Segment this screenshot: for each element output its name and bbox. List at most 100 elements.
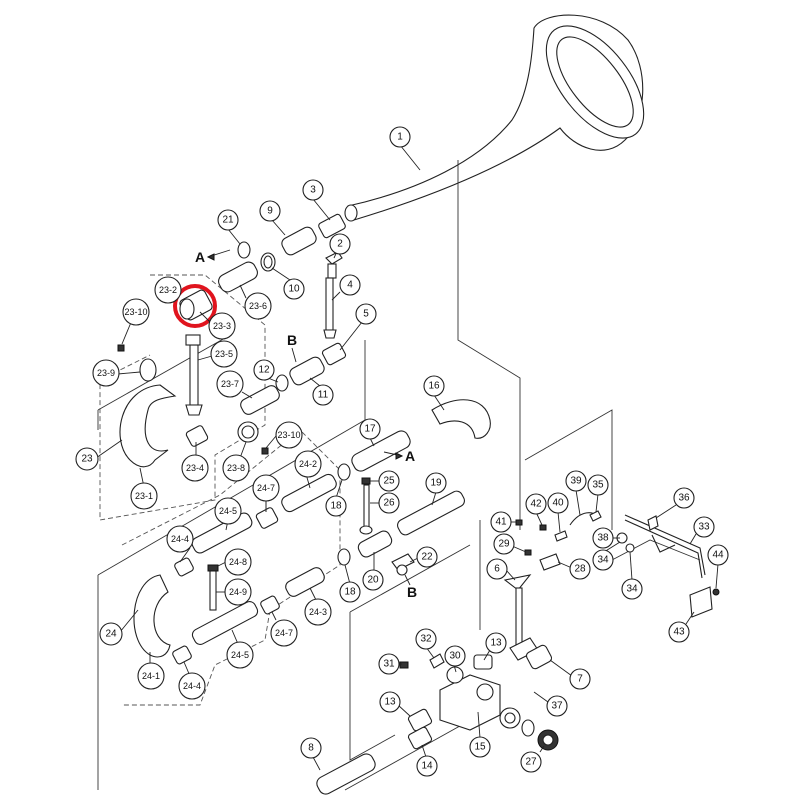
highlight-circle-23-2 <box>173 284 217 328</box>
svg-text:16: 16 <box>428 381 440 392</box>
svg-text:15: 15 <box>474 742 486 753</box>
svg-text:24-5: 24-5 <box>219 506 237 516</box>
svg-text:23-6: 23-6 <box>249 301 267 311</box>
label-23-3: 23-3 <box>199 311 236 340</box>
label-36: 36 <box>655 487 695 519</box>
label-31: 31 <box>378 653 402 675</box>
svg-text:35: 35 <box>592 480 604 491</box>
label-23: 23 <box>75 439 123 471</box>
label-18-upper: 18 <box>325 479 347 517</box>
label-24-9: 24-9 <box>216 578 252 606</box>
label-22: 22 <box>409 546 438 568</box>
guide-lines <box>97 160 701 791</box>
label-35: 35 <box>587 474 609 513</box>
svg-text:24: 24 <box>105 629 117 640</box>
label-28: 28 <box>557 558 591 580</box>
svg-text:18: 18 <box>330 501 342 512</box>
label-33: 33 <box>689 516 715 545</box>
label-43: 43 <box>668 611 695 643</box>
label-34-left: 34 <box>592 541 621 571</box>
svg-text:13: 13 <box>490 638 502 649</box>
svg-text:29: 29 <box>498 539 510 550</box>
label-11: 11 <box>309 377 334 406</box>
svg-text:23-5: 23-5 <box>215 349 233 359</box>
label-25: 25 <box>370 470 400 492</box>
label-3: 3 <box>302 179 331 221</box>
svg-text:34: 34 <box>597 555 609 566</box>
svg-text:4: 4 <box>347 280 353 291</box>
svg-text:41: 41 <box>495 517 507 528</box>
reference-letters: A B A B <box>195 249 417 600</box>
label-24-2: 24-2 <box>294 450 322 489</box>
tubes <box>117 213 720 795</box>
label-23-10-upper: 23-10 <box>121 298 150 345</box>
label-26: 26 <box>370 492 400 514</box>
svg-text:12: 12 <box>258 365 270 376</box>
label-24-4-upper: 24-4 <box>166 525 194 563</box>
svg-text:22: 22 <box>421 552 433 563</box>
svg-text:21: 21 <box>222 215 234 226</box>
svg-text:13: 13 <box>384 697 396 708</box>
svg-text:38: 38 <box>597 533 609 544</box>
svg-text:32: 32 <box>420 634 432 645</box>
label-27: 27 <box>520 745 545 773</box>
label-37: 37 <box>533 691 568 717</box>
svg-text:10: 10 <box>288 284 300 295</box>
svg-text:17: 17 <box>364 424 376 435</box>
label-23-2: 23-2 <box>154 276 182 304</box>
label-34-right: 34 <box>621 551 643 600</box>
svg-text:23-10: 23-10 <box>124 307 147 317</box>
label-23-9: 23-9 <box>92 359 141 387</box>
label-24-7-upper: 24-7 <box>252 474 280 512</box>
svg-text:14: 14 <box>421 761 433 772</box>
label-18-lower: 18 <box>339 564 361 603</box>
svg-text:42: 42 <box>530 499 542 510</box>
horn-bell-part <box>344 14 645 222</box>
label-21: 21 <box>217 209 241 245</box>
svg-text:23-9: 23-9 <box>97 368 115 378</box>
label-14: 14 <box>416 744 438 777</box>
svg-text:39: 39 <box>570 476 582 487</box>
ref-letter-a-upper: A <box>195 249 205 265</box>
label-23-7: 23-7 <box>216 370 253 399</box>
label-42: 42 <box>525 493 547 526</box>
svg-text:3: 3 <box>310 185 316 196</box>
svg-text:24-5: 24-5 <box>231 650 249 660</box>
svg-text:43: 43 <box>673 627 685 638</box>
svg-text:2: 2 <box>337 239 343 250</box>
label-24: 24 <box>99 609 139 646</box>
svg-text:24-7: 24-7 <box>275 628 293 638</box>
svg-text:9: 9 <box>267 206 273 217</box>
label-23-1: 23-1 <box>130 467 158 510</box>
label-24-8: 24-8 <box>217 548 252 576</box>
svg-text:31: 31 <box>383 659 395 670</box>
label-23-8: 23-8 <box>222 441 250 482</box>
label-19: 19 <box>425 472 447 506</box>
label-17: 17 <box>359 418 381 447</box>
svg-text:37: 37 <box>551 701 563 712</box>
svg-text:6: 6 <box>494 564 500 575</box>
label-12: 12 <box>253 359 279 383</box>
label-6: 6 <box>486 558 516 581</box>
label-40: 40 <box>547 492 569 533</box>
svg-text:8: 8 <box>308 743 314 754</box>
label-32: 32 <box>415 628 437 659</box>
svg-text:23-3: 23-3 <box>213 321 231 331</box>
part-labels: 1 2 3 4 5 6 7 8 9 10 11 12 13 13 14 15 1… <box>75 126 729 777</box>
svg-text:24-2: 24-2 <box>299 459 317 469</box>
svg-text:24-4: 24-4 <box>171 534 189 544</box>
svg-text:28: 28 <box>574 564 586 575</box>
svg-text:23-2: 23-2 <box>159 285 177 295</box>
label-13-lower: 13 <box>379 691 411 717</box>
svg-text:19: 19 <box>430 478 442 489</box>
label-23-6: 23-6 <box>239 284 272 320</box>
label-16: 16 <box>423 375 445 411</box>
svg-text:23: 23 <box>81 454 93 465</box>
svg-text:11: 11 <box>318 390 329 401</box>
ref-letter-b-upper: B <box>287 332 297 348</box>
label-44: 44 <box>707 544 729 589</box>
svg-text:36: 36 <box>678 493 690 504</box>
svg-text:23-8: 23-8 <box>227 463 245 473</box>
svg-text:18: 18 <box>344 587 356 598</box>
label-39: 39 <box>565 470 587 516</box>
